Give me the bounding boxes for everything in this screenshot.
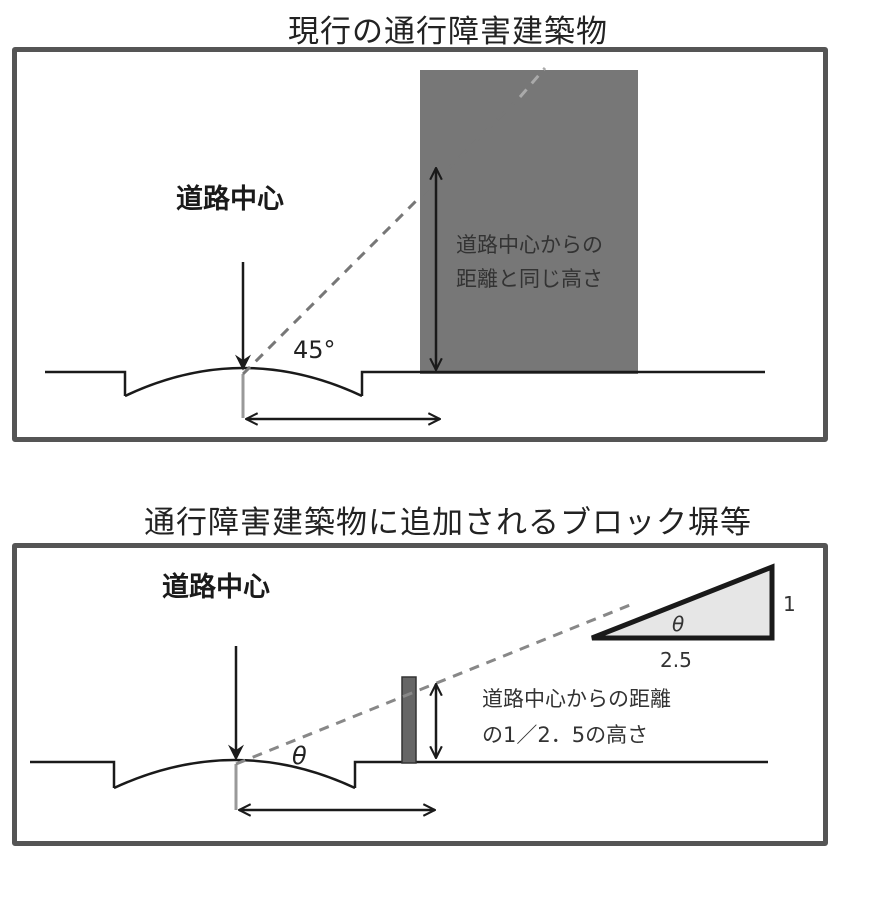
bottom-diagram-title: 通行障害建築物に追加されるブロック塀等 <box>144 505 752 541</box>
road-center-label: 道路中心 <box>176 183 284 215</box>
road-left-edge <box>30 760 116 788</box>
setback-line-45deg <box>241 95 522 376</box>
top-diagram: 道路中心 道路中心からの 距離と同じ高さ 45° <box>45 67 765 419</box>
block-wall <box>401 676 417 764</box>
slope-ratio-triangle <box>591 563 775 641</box>
triangle-run-label: 2.5 <box>660 648 692 672</box>
road-right-ground <box>353 760 768 788</box>
road-center-label: 道路中心 <box>162 571 270 603</box>
height-label-line1: 道路中心からの距離 <box>482 687 671 711</box>
setback-line-extension <box>518 67 547 98</box>
triangle-rise-label: 1 <box>783 592 796 616</box>
height-label-line2: 距離と同じ高さ <box>456 267 603 291</box>
angle-label: 45° <box>293 336 336 364</box>
height-label-line1: 道路中心からの <box>456 233 603 257</box>
top-diagram-title: 現行の通行障害建築物 <box>288 14 608 50</box>
bottom-diagram: 道路中心 道路中心からの距離 の1／2．5の高さ θ θ 1 2.5 <box>30 563 796 810</box>
angle-theta-label: θ <box>292 742 307 770</box>
triangle-angle-label: θ <box>672 612 684 636</box>
building <box>420 70 638 374</box>
bottom-diagram-panel <box>12 543 828 846</box>
height-label-line2: の1／2．5の高さ <box>482 723 648 747</box>
road-right-ground <box>360 370 765 396</box>
road-left-edge <box>45 370 127 396</box>
